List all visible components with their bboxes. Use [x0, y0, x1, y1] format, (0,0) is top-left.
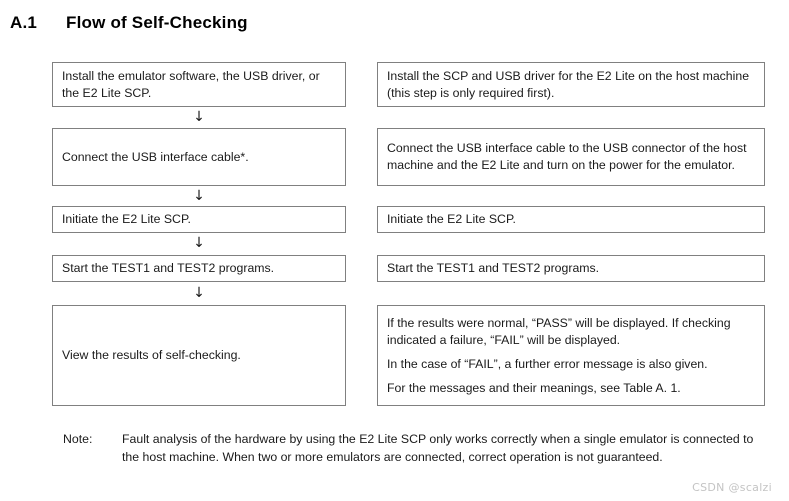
down-arrow-icon-3: ↓ [193, 235, 205, 251]
flow-box-right-1-text: Install the SCP and USB driver for the E… [387, 68, 750, 100]
down-arrow-icon-1: ↓ [193, 109, 205, 125]
flow-box-right-5: If the results were normal, “PASS” will … [377, 305, 765, 406]
self-checking-flow-diagram: Install the emulator software, the USB d… [52, 62, 765, 406]
flow-box-left-3: Initiate the E2 Lite SCP. [52, 206, 346, 233]
note-text: Fault analysis of the hardware by using … [122, 432, 754, 464]
flow-box-left-2-text: Connect the USB interface cable*. [62, 149, 249, 164]
flow-box-left-5: View the results of self-checking. [52, 305, 346, 406]
flow-box-left-4: Start the TEST1 and TEST2 programs. [52, 255, 346, 282]
watermark: CSDN @scalzi [692, 481, 772, 494]
flow-box-left-1-text: Install the emulator software, the USB d… [62, 68, 320, 100]
section-title: Flow of Self-Checking [66, 13, 248, 32]
flow-box-right-4-text: Start the TEST1 and TEST2 programs. [387, 261, 600, 275]
down-arrow-icon-4: ↓ [193, 285, 205, 301]
flow-box-right-2-text: Connect the USB interface cable to the U… [387, 141, 747, 172]
flow-box-right-3-text: Initiate the E2 Lite SCP. [387, 212, 516, 226]
page-title: A.1 Flow of Self-Checking [10, 13, 248, 33]
flow-box-left-3-text: Initiate the E2 Lite SCP. [62, 212, 191, 226]
note-block: Note: Fault analysis of the hardware by … [63, 430, 763, 466]
flow-box-left-1: Install the emulator software, the USB d… [52, 62, 346, 107]
flow-box-right-4: Start the TEST1 and TEST2 programs. [377, 255, 765, 282]
section-number: A.1 [10, 13, 38, 32]
flow-box-left-2: Connect the USB interface cable*. [52, 128, 346, 186]
flow-box-right-5-text-2: In the case of “FAIL”, a further error m… [387, 356, 708, 371]
flow-box-right-1: Install the SCP and USB driver for the E… [377, 62, 765, 107]
flow-box-right-2: Connect the USB interface cable to the U… [377, 128, 765, 186]
down-arrow-icon-2: ↓ [193, 188, 205, 204]
flow-box-right-5-text-1: If the results were normal, “PASS” will … [387, 315, 731, 347]
flow-box-left-4-text: Start the TEST1 and TEST2 programs. [62, 261, 275, 275]
flow-box-left-5-text: View the results of self-checking. [62, 348, 241, 362]
flow-box-right-5-text-3: For the messages and their meanings, see… [387, 380, 681, 395]
note-label: Note: [63, 432, 93, 446]
flow-box-right-3: Initiate the E2 Lite SCP. [377, 206, 765, 233]
